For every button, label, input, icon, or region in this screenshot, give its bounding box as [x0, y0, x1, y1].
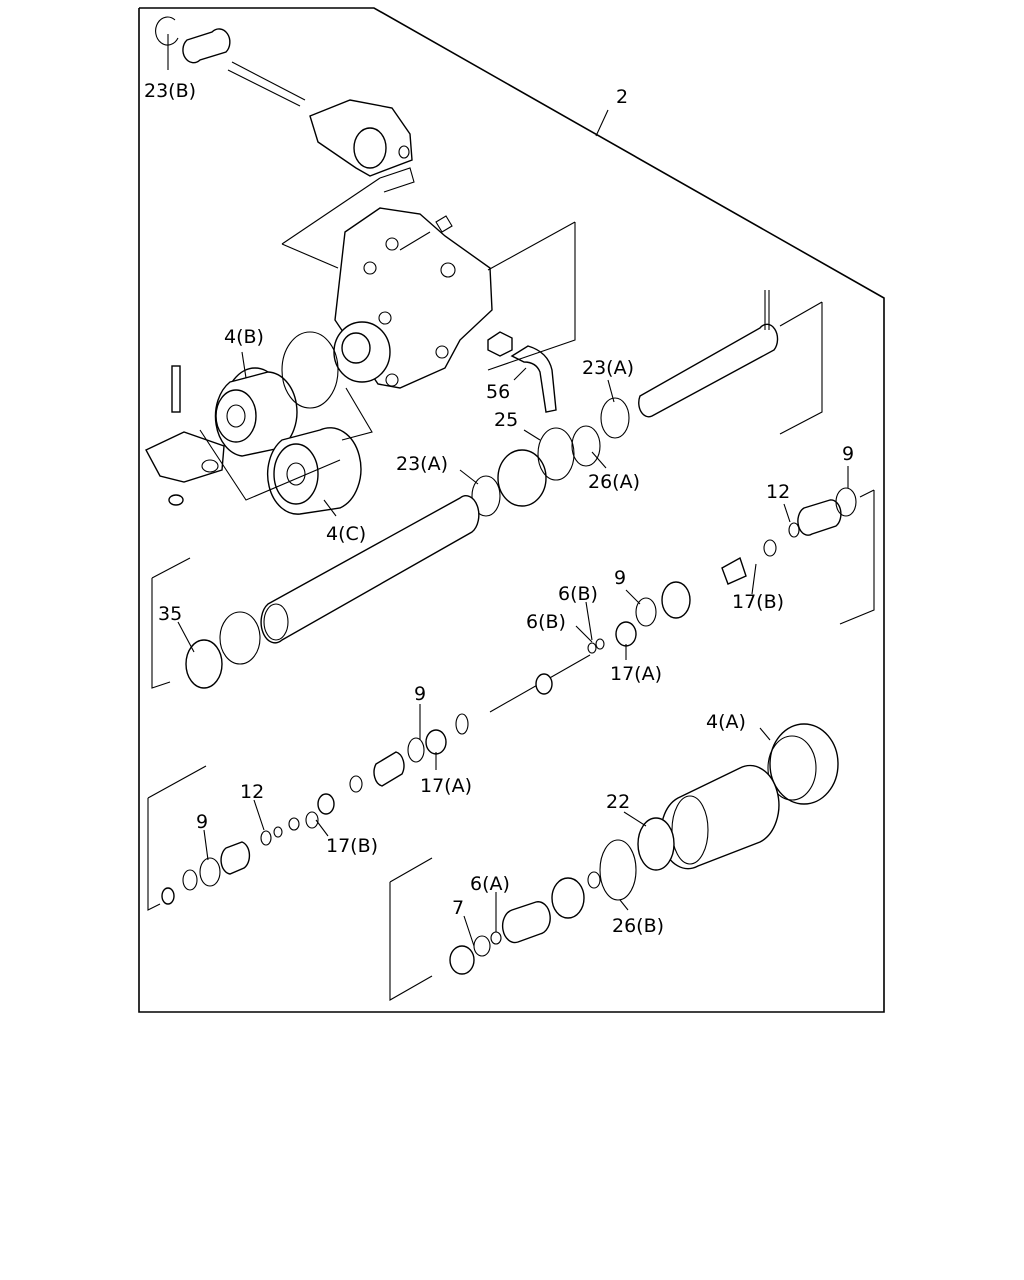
- callout-56: 56: [486, 381, 510, 403]
- callout-2: 2: [616, 86, 628, 108]
- leader-lines: [167, 34, 849, 947]
- callout-23b: 23(B): [144, 80, 196, 102]
- ring-26a: [571, 425, 601, 467]
- circlip-23a-upper: [600, 397, 630, 439]
- ring-22: [637, 817, 675, 871]
- snap-ring-upper: [281, 331, 339, 409]
- callout-17a-right: 17(A): [610, 663, 662, 685]
- pin-assembly-top: [182, 28, 415, 193]
- callout-17a-center: 17(A): [420, 775, 472, 797]
- group-brackets: [147, 177, 875, 1001]
- assembly-frame: [138, 7, 885, 1013]
- callout-26a: 26(A): [588, 471, 640, 493]
- washer-35b: [219, 611, 261, 665]
- callout-labels: 2 23(B) 4(B) 56 23(A) 25 23(A) 26(A) 4(C…: [144, 80, 854, 937]
- lever-bracket: [145, 365, 225, 506]
- shaft-upper: [638, 290, 779, 418]
- callout-17b-right: 17(B): [732, 591, 784, 613]
- valve-stack-right: [587, 487, 857, 654]
- ring-26b: [599, 839, 637, 901]
- callout-9-center: 9: [414, 683, 426, 705]
- callout-35: 35: [158, 603, 182, 625]
- callout-6a: 6(A): [470, 873, 510, 895]
- callout-26b: 26(B): [612, 915, 664, 937]
- seal-25: [537, 427, 575, 481]
- callout-23a-upper: 23(A): [582, 357, 634, 379]
- hose-fitting-56: [487, 331, 557, 413]
- spool-stack-center: [161, 654, 591, 905]
- callout-12-left: 12: [240, 781, 264, 803]
- callout-9-right: 9: [842, 443, 854, 465]
- valve-housing: [333, 207, 493, 389]
- callout-23a-mid: 23(A): [396, 453, 448, 475]
- callout-4a: 4(A): [706, 711, 746, 733]
- long-tube: [260, 495, 480, 644]
- circlip-23a-mid: [471, 475, 501, 517]
- callout-22: 22: [606, 791, 630, 813]
- piston-25: [497, 449, 547, 507]
- callout-6b-upper: 6(B): [558, 583, 598, 605]
- drum-4a: [660, 723, 839, 870]
- circlip-23b: [155, 16, 179, 46]
- callout-6b-lower: 6(B): [526, 611, 566, 633]
- callout-4c: 4(C): [326, 523, 366, 545]
- callout-4b: 4(B): [224, 326, 264, 348]
- callout-17b-left: 17(B): [326, 835, 378, 857]
- callout-9-left: 9: [196, 811, 208, 833]
- callout-7: 7: [452, 897, 464, 919]
- callout-25: 25: [494, 409, 518, 431]
- drum-4b: [214, 367, 298, 457]
- seal-35: [185, 639, 223, 689]
- callout-9-mid: 9: [614, 567, 626, 589]
- accumulator-bottom: [449, 871, 601, 975]
- callout-12-right: 12: [766, 481, 790, 503]
